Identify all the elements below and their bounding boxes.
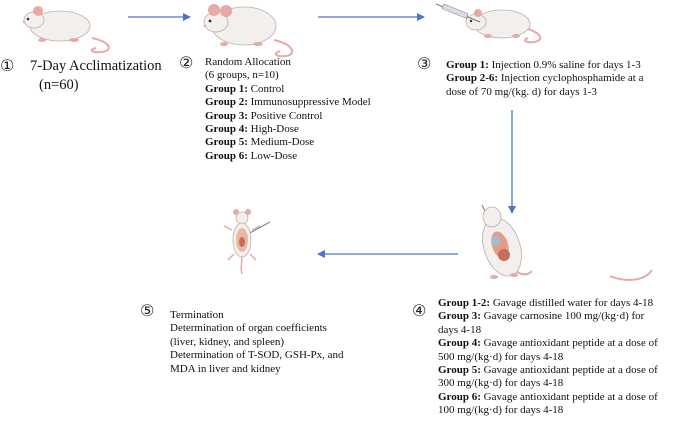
step4-number: ④ xyxy=(412,301,427,320)
step4-line-7: 300 mg/(kg·d) for days 4-18 xyxy=(438,377,564,390)
step4-block: Group 1-2: Gavage distilled water for da… xyxy=(438,297,658,418)
step3-line-1: Group 1: Injection 0.9% saline for days … xyxy=(446,59,641,71)
step2-group-1: Group 1: Control xyxy=(205,82,285,95)
step1-title: 7-Day Acclimatization xyxy=(30,58,162,74)
step5-line-2: Determination of organ coefficients xyxy=(170,322,327,335)
step2-group-4: Group 4: High-Dose xyxy=(205,123,299,136)
step5-line-5: MDA in liver and kidney xyxy=(170,362,281,375)
step4-line-6: Group 5: Gavage antioxidant peptide at a… xyxy=(438,364,658,377)
step4-line-5: 500 mg/(kg·d) for days 4-18 xyxy=(438,350,564,363)
step1-number: ① xyxy=(0,56,15,75)
step4-line-4: Group 4: Gavage antioxidant peptide at a… xyxy=(438,337,658,350)
step4-line-1: Group 1-2: Gavage distilled water for da… xyxy=(438,297,654,309)
step5-line-3: (liver, kidney, and spleen) xyxy=(170,335,285,348)
step5-line-1: Termination xyxy=(170,309,224,321)
step4-line-3: days 4-18 xyxy=(438,323,482,336)
step3-block: Group 1: Injection 0.9% saline for days … xyxy=(446,59,643,99)
step2-block: Random Allocation (6 groups, n=10) Group… xyxy=(205,56,371,163)
step2-group-2: Group 2: Immunosuppressive Model xyxy=(205,96,371,109)
step2-title: Random Allocation xyxy=(205,56,291,68)
step5-block: Termination Determination of organ coeff… xyxy=(170,309,344,376)
step2-subtitle: (6 groups, n=10) xyxy=(205,69,279,82)
step2-group-5: Group 5: Medium-Dose xyxy=(205,136,315,149)
step5-line-4: Determination of T-SOD, GSH-Px, and xyxy=(170,349,344,362)
step2-number: ② xyxy=(179,53,194,72)
syringe-icon xyxy=(435,3,481,23)
step2-group-3: Group 3: Positive Control xyxy=(205,109,323,122)
step2-group-6: Group 6: Low-Dose xyxy=(205,149,298,162)
step3-line-3: dose of 70 mg/(kg. d) for days 1-3 xyxy=(446,85,597,98)
step3-line-2: Group 2-6: Injection cyclophosphamide at… xyxy=(446,72,644,85)
step5-number: ⑤ xyxy=(140,301,155,320)
step1-subtitle: (n=60) xyxy=(39,77,79,93)
step4-line-8: Group 6: Gavage antioxidant peptide at a… xyxy=(438,390,658,403)
step4-line-9: 100 mg/(kg·d) for days 4-18 xyxy=(438,404,564,417)
step3-number: ③ xyxy=(417,54,432,73)
step4-line-2: Group 3: Gavage carnosine 100 mg/(kg·d) … xyxy=(438,310,645,323)
